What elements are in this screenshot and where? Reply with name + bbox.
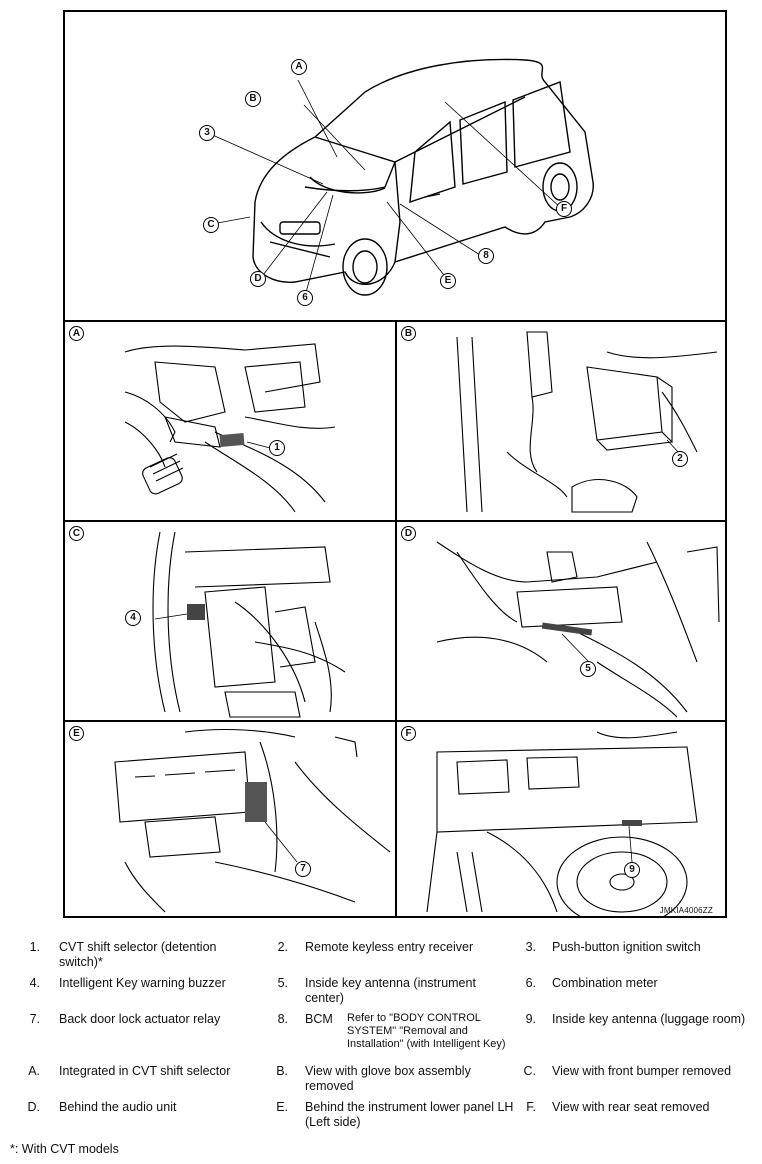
panel-F-drawing bbox=[426, 731, 698, 918]
overview-callout-B: B bbox=[245, 91, 261, 107]
legend-number: 5. bbox=[277, 976, 288, 990]
overview-callout-8: 8 bbox=[478, 248, 494, 264]
legend-text: View with rear seat removed bbox=[552, 1100, 710, 1114]
legend-number: 3. bbox=[525, 940, 536, 954]
legend-letter: A. bbox=[28, 1064, 40, 1078]
figure-id: JMKIA4006ZZ bbox=[659, 906, 713, 915]
panel-E-drawing bbox=[114, 728, 391, 913]
panel-tag-B: B bbox=[401, 326, 416, 341]
panel-tag-C: C bbox=[69, 526, 84, 541]
panel-tag-A: A bbox=[69, 326, 84, 341]
legend-text: Back door lock actuator relay bbox=[59, 1012, 221, 1026]
legend-text: CVT shift selector (detention switch)* bbox=[59, 940, 217, 969]
legend-text: Intelligent Key warning buzzer bbox=[59, 976, 226, 990]
panel-A-callout-1: 1 bbox=[269, 440, 285, 456]
detail-panel-E: E 7 bbox=[65, 722, 395, 918]
detail-panel-C: C 4 bbox=[65, 522, 395, 720]
panel-tag-E: E bbox=[69, 726, 84, 741]
component-location-figure: A B 3 C D 6 8 E F bbox=[63, 10, 727, 918]
legend-text: Behind the instrument lower panel LH (Le… bbox=[305, 1100, 514, 1129]
panel-D-callout-5: 5 bbox=[580, 661, 596, 677]
panel-B-callout-2: 2 bbox=[672, 451, 688, 467]
detail-panel-B: B 2 bbox=[397, 322, 725, 520]
legend-number: 6. bbox=[525, 976, 536, 990]
legend-text: View with front bumper removed bbox=[552, 1064, 732, 1078]
bcm-reference-link[interactable]: Refer to "BODY CONTROL SYSTEM" "Removal … bbox=[347, 1012, 506, 1050]
overview-callout-C: C bbox=[203, 217, 219, 233]
footnote: *: With CVT models bbox=[10, 1142, 119, 1156]
legend-letter: D. bbox=[27, 1100, 41, 1114]
legend-number: 2. bbox=[277, 940, 288, 954]
vehicle-overview: A B 3 C D 6 8 E F bbox=[65, 12, 725, 322]
overview-callout-E: E bbox=[440, 273, 456, 289]
panel-A-drawing bbox=[124, 343, 336, 513]
legend-number: 8. bbox=[277, 1012, 288, 1026]
panel-tag-D: D bbox=[401, 526, 416, 541]
legend-text: Push-button ignition switch bbox=[552, 940, 701, 954]
legend-text: Remote keyless entry receiver bbox=[305, 940, 474, 954]
overview-callout-D: D bbox=[250, 271, 266, 287]
legend-text: Integrated in CVT shift selector bbox=[59, 1064, 231, 1078]
legend-text: Behind the audio unit bbox=[59, 1100, 177, 1114]
grid-divider bbox=[65, 320, 725, 322]
legend-number: 9. bbox=[525, 1012, 536, 1026]
panel-F-callout-9: 9 bbox=[624, 862, 640, 878]
legend-number: 7. bbox=[29, 1012, 40, 1026]
detail-panel-A: A 1 bbox=[65, 322, 395, 520]
overview-callout-F: F bbox=[556, 201, 572, 217]
legend-letter: F. bbox=[526, 1100, 536, 1114]
panel-C-callout-4: 4 bbox=[125, 610, 141, 626]
legend-text: Combination meter bbox=[552, 976, 658, 990]
legend-text: Inside key antenna (luggage room) bbox=[552, 1012, 746, 1026]
vehicle-overview-drawing bbox=[207, 58, 594, 297]
legend-number: 4. bbox=[29, 976, 40, 990]
legend-letter: B. bbox=[276, 1064, 288, 1078]
overview-callout-A: A bbox=[291, 59, 307, 75]
overview-callout-3: 3 bbox=[199, 125, 215, 141]
detail-panel-D: D 5 bbox=[397, 522, 725, 720]
legend-number: 1. bbox=[29, 940, 40, 954]
panel-E-callout-7: 7 bbox=[295, 861, 311, 877]
detail-panel-F: F 9 JMKIA4006ZZ bbox=[397, 722, 725, 918]
panel-D-drawing bbox=[436, 541, 720, 718]
panel-tag-F: F bbox=[401, 726, 416, 741]
legend-letter: E. bbox=[276, 1100, 288, 1114]
legend-text: BCM bbox=[305, 1012, 333, 1026]
panel-B-drawing bbox=[456, 331, 718, 513]
legend-text: Inside key antenna (instrument center) bbox=[305, 976, 476, 1005]
legend-text: View with glove box assembly removed bbox=[305, 1064, 471, 1093]
panel-C-drawing bbox=[152, 531, 346, 718]
overview-callout-6: 6 bbox=[297, 290, 313, 306]
legend-letter: C. bbox=[523, 1064, 537, 1078]
grid-divider bbox=[395, 322, 397, 918]
